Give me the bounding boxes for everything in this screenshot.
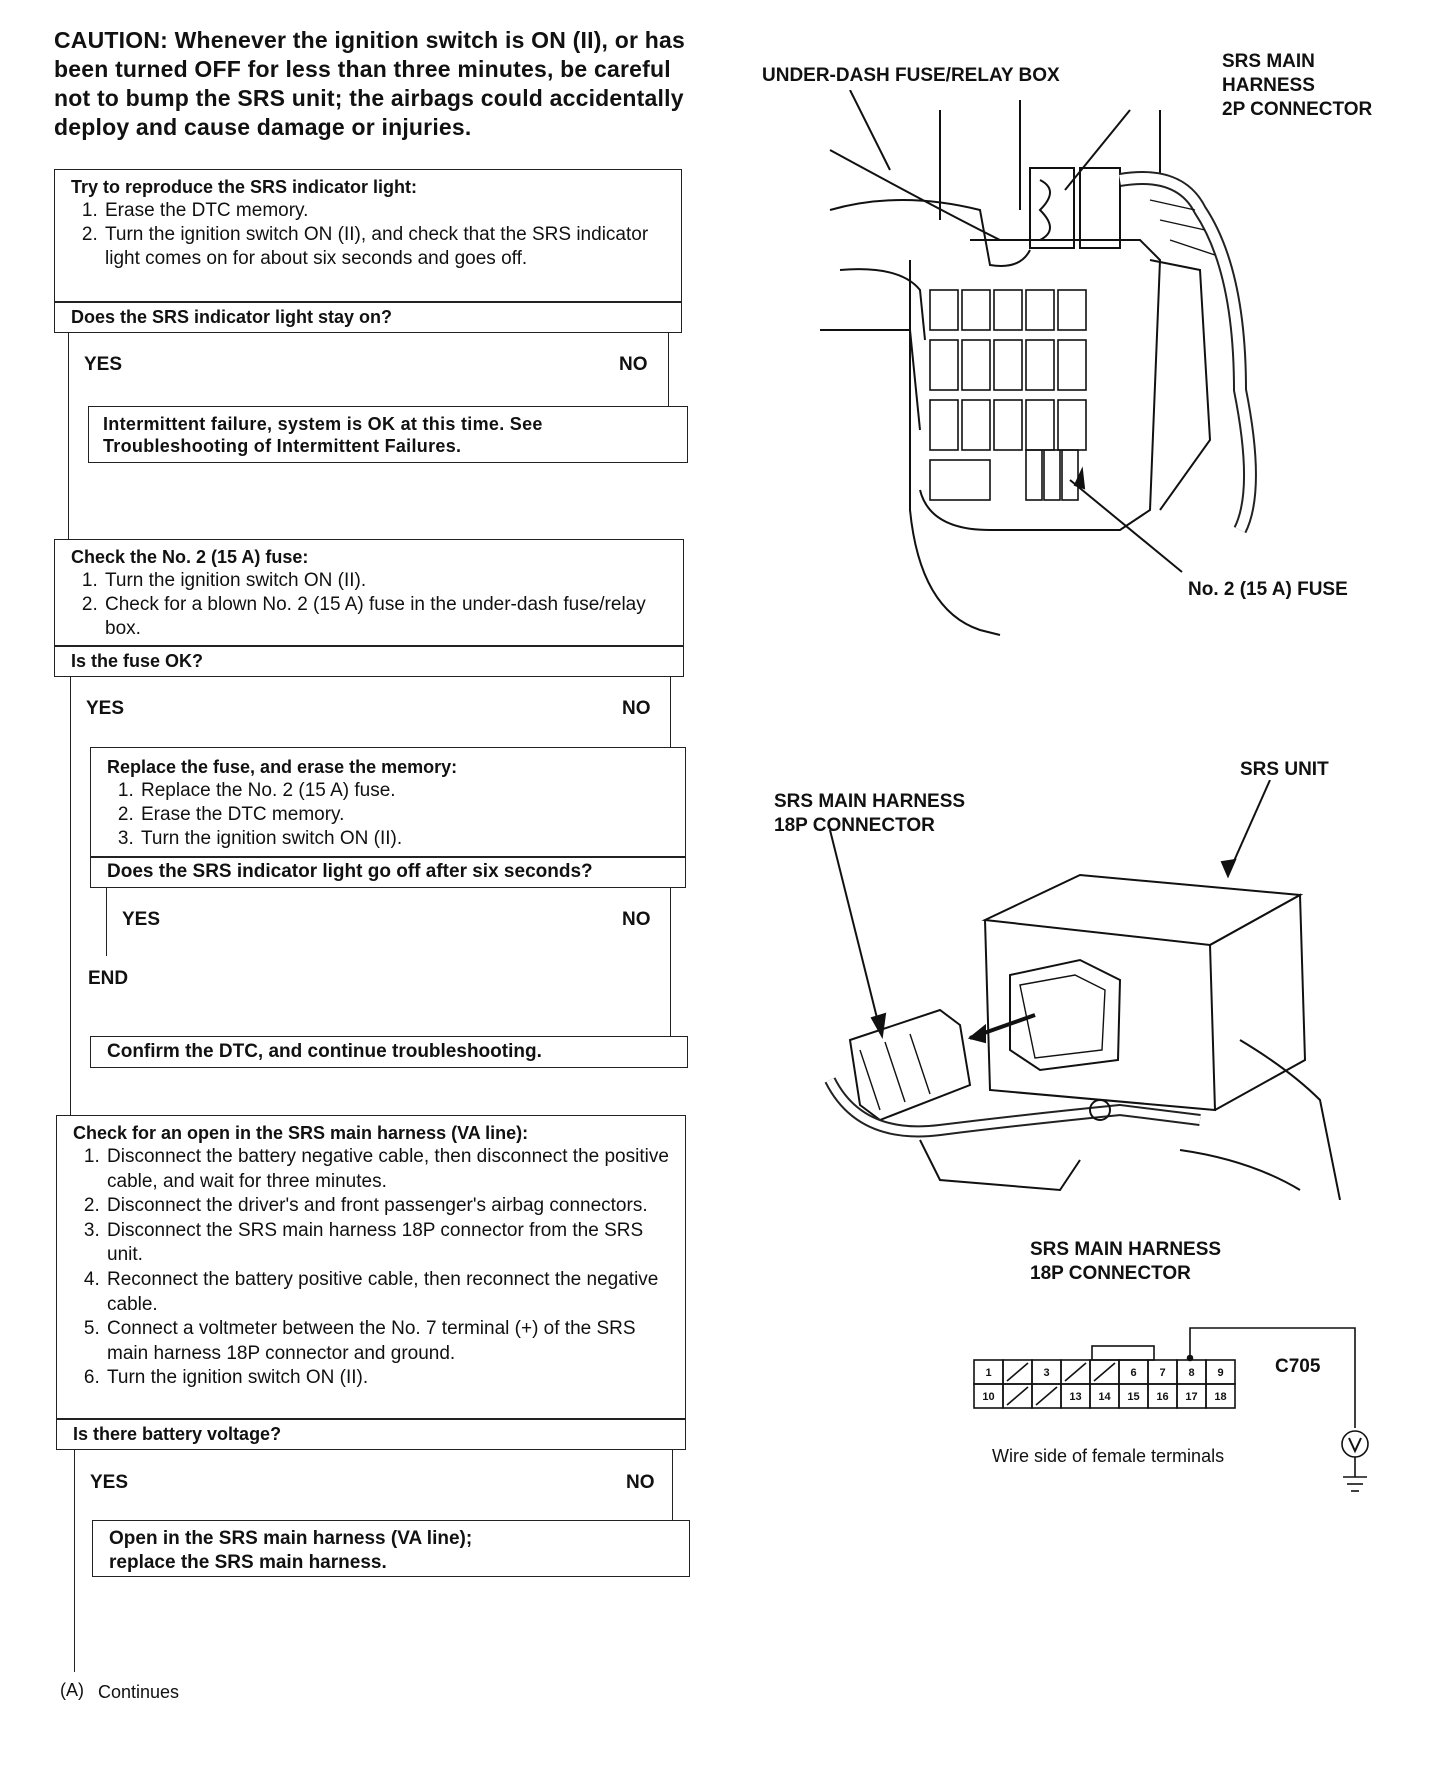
step3-no-label: NO <box>626 1472 655 1493</box>
step1-question: Does the SRS indicator light stay on? <box>54 302 682 333</box>
conn-18p-title-2: 18P CONNECTOR <box>1030 1263 1191 1284</box>
srs-unit-illustration <box>824 780 1341 1200</box>
list-item: Turn the ignition switch ON (II). <box>105 1366 671 1391</box>
empty-terminal-slash <box>1035 1386 1058 1406</box>
step3-yes-line <box>74 1450 75 1672</box>
list-item: Erase the DTC memory. <box>139 803 671 827</box>
list-item: Reconnect the battery positive cable, th… <box>105 1268 671 1317</box>
step2b-end-label: END <box>88 968 129 989</box>
list-item: Erase the DTC memory. <box>103 199 667 223</box>
srs-18p-label-1: SRS MAIN HARNESS <box>774 791 966 812</box>
terminal-number: 17 <box>1185 1391 1197 1403</box>
terminal-number: 6 <box>1130 1367 1136 1379</box>
conn-18p-title-1: SRS MAIN HARNESS <box>1030 1239 1222 1260</box>
terminal-number: 7 <box>1159 1367 1165 1379</box>
caution-text: CAUTION: Whenever the ignition switch is… <box>54 27 685 140</box>
step2-no-line <box>670 677 671 747</box>
fuse-no2-label: No. 2 (15 A) FUSE <box>1188 579 1348 600</box>
terminal-number: 1 <box>985 1367 991 1379</box>
terminal-number: 16 <box>1156 1391 1168 1403</box>
terminal-number: 3 <box>1043 1367 1049 1379</box>
empty-terminal-slash <box>1064 1362 1087 1382</box>
list-item: Check for a blown No. 2 (15 A) fuse in t… <box>103 593 669 641</box>
step2b-title: Replace the fuse, and erase the memory: <box>107 757 458 777</box>
terminal-number: 14 <box>1098 1391 1111 1403</box>
step1-no-label: NO <box>619 354 648 375</box>
terminal-number: 8 <box>1188 1367 1194 1379</box>
list-item: Replace the No. 2 (15 A) fuse. <box>139 779 671 803</box>
step3-yes-label: YES <box>90 1472 129 1493</box>
fuse-box-label: UNDER-DASH FUSE/RELAY BOX <box>762 65 1060 86</box>
terminal-number: 9 <box>1217 1367 1223 1379</box>
step3-no-result-line1: Open in the SRS main harness (VA line); <box>109 1528 473 1549</box>
ground-symbol-icon <box>1343 1457 1367 1492</box>
terminal-number: 10 <box>982 1391 994 1403</box>
step2b-no-result: Confirm the DTC, and continue troublesho… <box>90 1036 688 1068</box>
terminal-number: 15 <box>1127 1391 1139 1403</box>
step2-yes-label: YES <box>86 698 125 719</box>
list-item: Connect a voltmeter between the No. 7 te… <box>105 1317 671 1366</box>
step1-title: Try to reproduce the SRS indicator light… <box>71 177 418 197</box>
step2-box: Check the No. 2 (15 A) fuse: Turn the ig… <box>54 539 684 646</box>
terminal-number: 18 <box>1214 1391 1226 1403</box>
connector-2p-label-1: SRS MAIN <box>1222 51 1315 72</box>
step2-list: Turn the ignition switch ON (II). Check … <box>71 569 669 641</box>
empty-terminal-slash <box>1006 1362 1029 1382</box>
empty-terminal-slash <box>1006 1386 1029 1406</box>
step2b-question: Does the SRS indicator light go off afte… <box>90 857 686 888</box>
step1-no-line <box>668 333 669 406</box>
step3-question: Is there battery voltage? <box>56 1419 686 1450</box>
step3-box: Check for an open in the SRS main harnes… <box>56 1115 686 1419</box>
step2b-no-label: NO <box>622 909 651 930</box>
step1-box: Try to reproduce the SRS indicator light… <box>54 169 682 302</box>
step2b-no-line <box>670 888 671 1036</box>
step3-no-line <box>672 1450 673 1520</box>
step3-no-result: Open in the SRS main harness (VA line); … <box>92 1520 690 1577</box>
step3-no-result-line2: replace the SRS main harness. <box>109 1552 387 1573</box>
step2-yes-line <box>70 677 71 1115</box>
list-item: Disconnect the battery negative cable, t… <box>105 1145 671 1194</box>
step2b-box: Replace the fuse, and erase the memory: … <box>90 747 686 857</box>
step1-no-result: Intermittent failure, system is OK at th… <box>88 406 688 463</box>
step2b-yes-line <box>106 888 107 956</box>
list-item: Turn the ignition switch ON (II), and ch… <box>103 223 667 271</box>
step2-title: Check the No. 2 (15 A) fuse: <box>71 547 309 567</box>
empty-terminal-slash <box>1093 1362 1116 1382</box>
step1-list: Erase the DTC memory. Turn the ignition … <box>71 199 667 271</box>
list-item: Turn the ignition switch ON (II). <box>103 569 669 593</box>
srs-18p-label-2: 18P CONNECTOR <box>774 815 935 836</box>
terminal-caption: Wire side of female terminals <box>992 1446 1225 1466</box>
connector-id-c705: C705 <box>1275 1356 1321 1377</box>
step3-title: Check for an open in the SRS main harnes… <box>73 1123 529 1143</box>
terminal-number: 13 <box>1069 1391 1081 1403</box>
list-item: Disconnect the SRS main harness 18P conn… <box>105 1219 671 1268</box>
step2b-yes-label: YES <box>122 909 161 930</box>
connector-2p-label-2: HARNESS <box>1222 75 1315 96</box>
list-item: Disconnect the driver's and front passen… <box>105 1194 671 1219</box>
step1-yes-label: YES <box>84 354 123 375</box>
srs-unit-label: SRS UNIT <box>1240 759 1329 780</box>
footer-marker: (A) <box>60 1680 84 1700</box>
list-item: Turn the ignition switch ON (II). <box>139 827 671 851</box>
step2b-list: Replace the No. 2 (15 A) fuse. Erase the… <box>107 779 671 851</box>
step2-question: Is the fuse OK? <box>54 646 684 677</box>
step2-no-label: NO <box>622 698 651 719</box>
step1-yes-line <box>68 333 69 539</box>
terminal-cell <box>1205 1383 1236 1409</box>
step3-list: Disconnect the battery negative cable, t… <box>73 1145 671 1391</box>
connector-2p-label-3: 2P CONNECTOR <box>1222 99 1373 120</box>
footer-continues: Continues <box>98 1682 180 1702</box>
fuse-box-illustration <box>820 90 1257 636</box>
